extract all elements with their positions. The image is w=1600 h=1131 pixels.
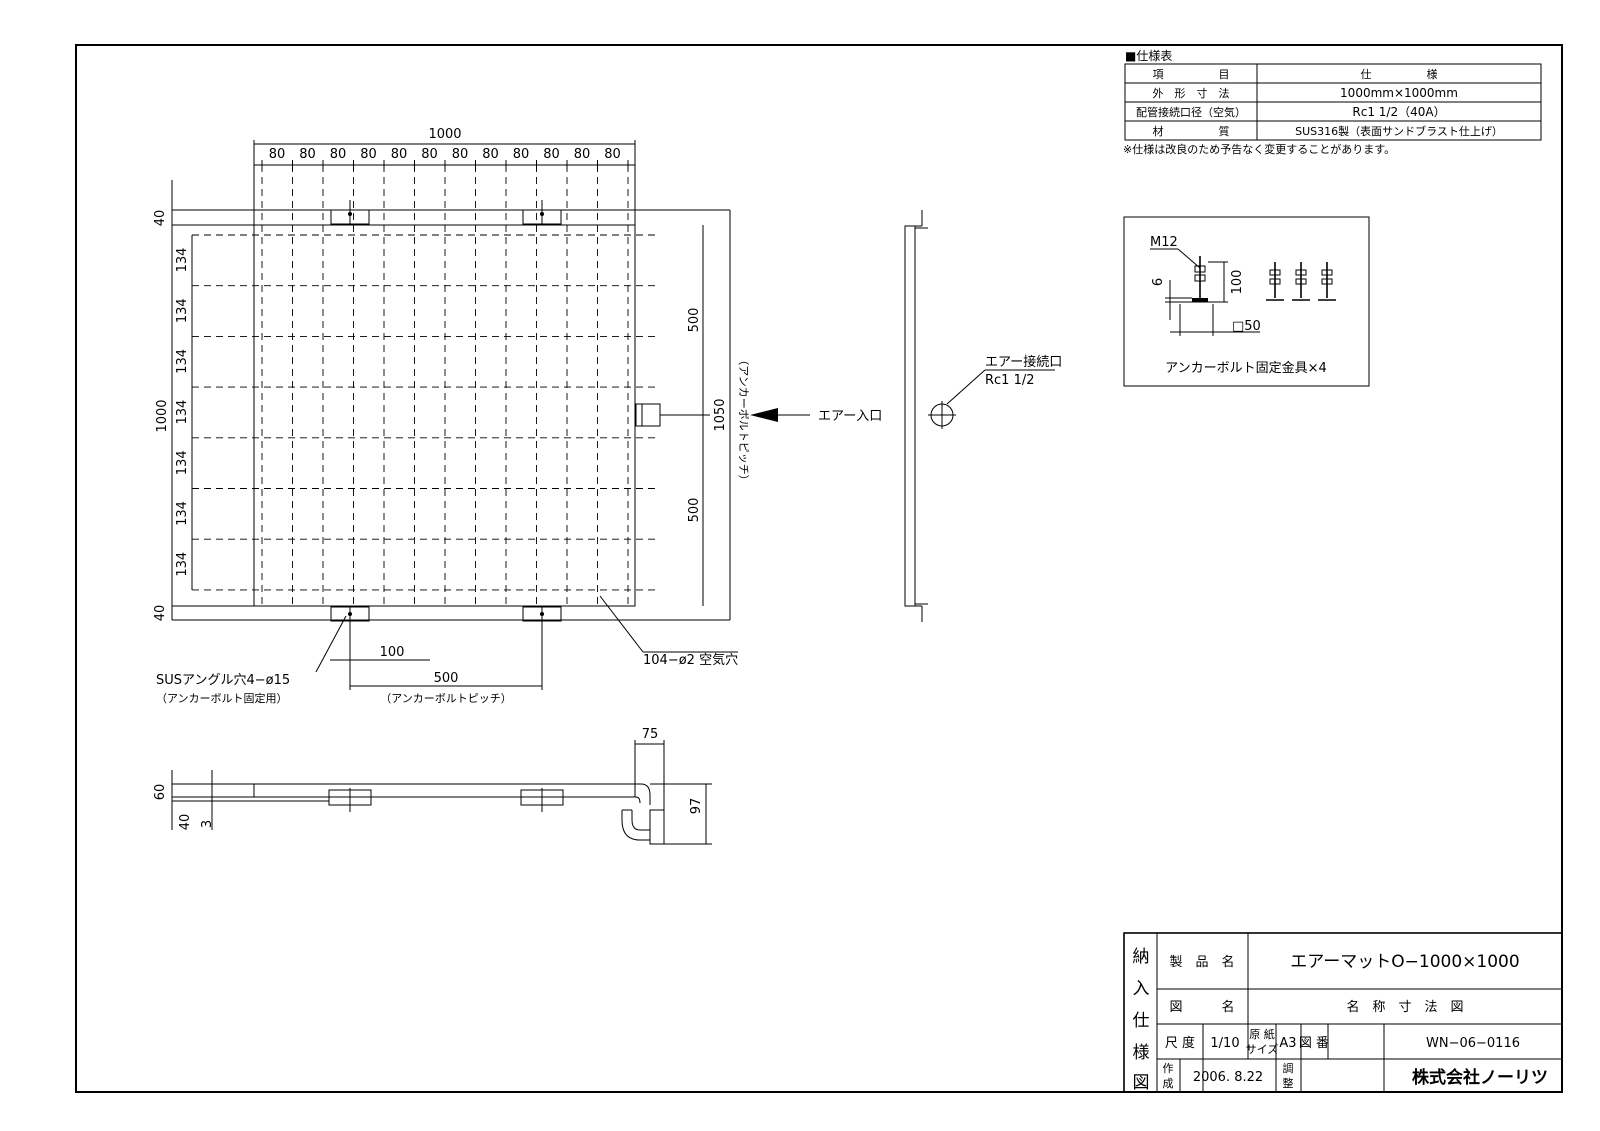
dim-pitch-80: 80 [513,147,530,162]
front-view: 75 97 60 40 3 [153,727,712,845]
drawing-name: 名 称 寸 法 図 [1346,999,1463,1015]
vertical-label-char: 図 [1133,1073,1150,1093]
dim-3: 3 [200,820,215,828]
anchor-hole-note: （アンカーボルト固定用） [156,691,288,705]
dim-upper-500: 500 [687,308,702,333]
arrow-left-icon [750,408,778,422]
dim-anchor-1050: 1050 [713,398,728,431]
paper-size-label: サイズ [1246,1042,1279,1056]
spec-col-spec: 仕 様 [1361,67,1438,81]
dim-pitch-80: 80 [482,147,499,162]
sheet-border [75,44,1563,1093]
dim-pitch-80: 80 [299,147,316,162]
spec-row-value: SUS316製（表面サンドブラスト仕上げ） [1295,124,1503,138]
dim-anchor-pitch-500: 500 [434,671,459,686]
dim-pitch-80: 80 [574,147,591,162]
air-inlet-label: エアー入口 [818,409,882,424]
air-inlet-fitting [635,403,661,427]
dim-pitch-134: 134 [175,298,190,323]
dim-pitch-80: 80 [330,147,347,162]
created-date: 2006. 8.22 [1193,1070,1263,1085]
dim-pitch-80: 80 [391,147,408,162]
drawing-no-label: 図 番 [1299,1036,1329,1051]
air-connection-label: エアー接続口 [985,354,1062,370]
drawing-no: WN−06−0116 [1426,1036,1520,1051]
dim-pitch-80: 80 [360,147,377,162]
dim-60: 60 [153,784,168,801]
anchor-caption: アンカーボルト固定金具×4 [1165,360,1327,376]
dim-100: 100 [380,645,405,660]
scale-value: 1/10 [1210,1036,1239,1051]
dim-6: 6 [1151,278,1166,286]
anchor-pitch-note: （アンカーボルトピッチ） [380,692,512,705]
air-connection-size: Rc1 1/2 [985,373,1035,388]
bolt-size-label: M12 [1150,235,1178,250]
dim-pitch-134: 134 [175,349,190,374]
adjust-label: 整 [1283,1076,1294,1090]
created-label: 成 [1163,1077,1174,1090]
dim-97: 97 [689,798,704,815]
dim-top-40: 40 [153,210,168,227]
spec-table-note: ※仕様は改良のため予告なく変更することがあります。 [1123,142,1395,156]
vertical-label-char: 納 [1133,947,1150,967]
dim-pitch-134: 134 [175,400,190,425]
dim-100: 100 [1230,270,1245,295]
spec-row-value: 1000mm×1000mm [1340,86,1458,100]
dim-pitch-134: 134 [175,248,190,273]
dim-75: 75 [642,727,659,742]
dim-pitch-134: 134 [175,501,190,526]
spec-row-value: Rc1 1/2（40A） [1352,105,1445,119]
anchor-tab [330,200,562,690]
adjust-label: 調 [1283,1061,1294,1075]
spec-table-heading: ■仕様表 [1125,49,1172,63]
created-label: 作 [1163,1062,1174,1075]
drawing-name-label: 図 名 [1169,999,1234,1015]
spec-table: ■仕様表 項 目 仕 様 外 形 寸 法 1000mm×1000mm 配管接続口… [1123,49,1542,156]
anchor-hole-label: SUSアングル穴4−ø15 [156,673,290,688]
dim-pitch-80: 80 [543,147,560,162]
dim-pitch-80: 80 [604,147,621,162]
anchor-pitch-note-vertical: （アンカーボルトピッチ） [737,354,750,486]
dim-pitch-134: 134 [175,552,190,577]
dim-pitch-134: 134 [175,450,190,475]
dim-lower-500: 500 [687,498,702,523]
paper-size-label: 原 紙 [1249,1027,1275,1041]
spec-col-item: 項 目 [1153,68,1230,81]
air-holes-label: 104−ø2 空気穴 [643,652,738,668]
scale-label: 尺 度 [1165,1035,1195,1051]
side-view: エアー接続口 Rc1 1/2 [904,210,1062,622]
dim-pitch-80: 80 [269,147,286,162]
dim-bottom-40: 40 [153,605,168,622]
elbow-pipe [635,783,651,805]
spec-row-item: 外 形 寸 法 [1153,86,1230,100]
mat-outline [253,224,636,607]
product-name: エアーマットO−1000×1000 [1290,952,1519,972]
vertical-label-char: 様 [1133,1043,1150,1063]
dim-overall-height: 1000 [155,399,170,432]
spec-row-item: 配管接続口径（空気） [1136,105,1246,119]
dim-overall-width: 1000 [428,127,461,142]
bolt-icon [1266,262,1336,301]
paper-size-value: A3 [1279,1036,1296,1051]
vertical-label-char: 仕 [1133,1011,1150,1031]
product-name-label: 製 品 名 [1169,954,1234,970]
dim-40: 40 [178,814,193,831]
title-block: 納 入 仕 様 図 製 品 名 エアーマットO−1000×1000 図 名 名 … [1123,932,1563,1093]
dim-pitch-80: 80 [452,147,469,162]
anchor-detail: M12 6 100 □50 アンカーボルト固定金具×4 [1123,216,1370,387]
dim-square-50: □50 [1232,319,1261,334]
company-name: 株式会社ノーリツ [1412,1067,1548,1088]
spec-row-item: 材 質 [1153,124,1230,138]
plan-view: 1000 80 80 80 80 80 80 80 80 80 80 80 80 134 134 134 1… [153,127,882,705]
dim-pitch-80: 80 [421,147,438,162]
vertical-label-char: 入 [1133,979,1150,999]
